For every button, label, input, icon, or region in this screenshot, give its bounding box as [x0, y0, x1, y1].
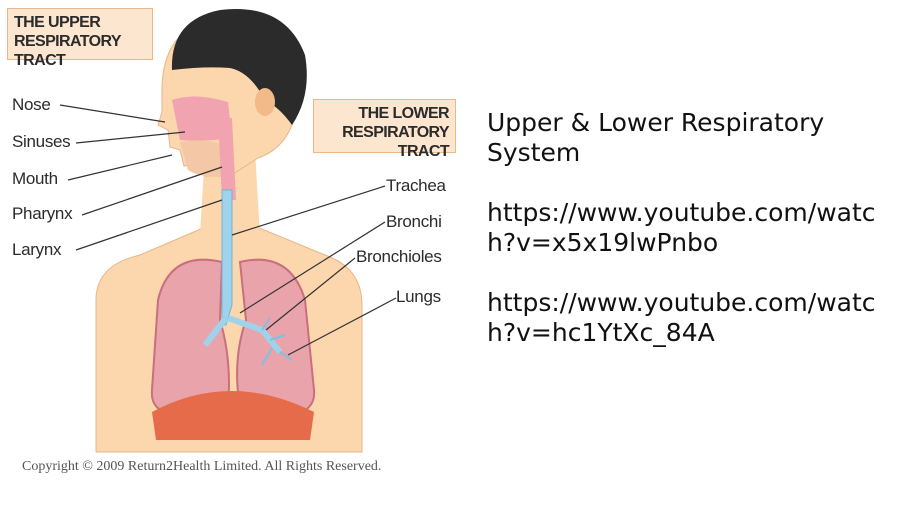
bronchioles: [261, 317, 293, 366]
slide-title: Upper & Lower Respiratory System: [487, 108, 825, 167]
lower-tract-title: THE LOWER RESPIRATORY TRACT: [313, 99, 456, 160]
ear-shape: [255, 88, 275, 116]
text-panel: Upper & Lower Respiratory System https:/…: [487, 108, 887, 378]
respiratory-diagram: THE UPPER RESPIRATORY TRACT THE LOWER RE…: [7, 8, 456, 474]
label-larynx: Larynx: [12, 240, 62, 259]
nasal-cavity: [172, 96, 232, 141]
right-lung: [236, 258, 316, 416]
pharynx-shape: [218, 118, 236, 200]
label-sinuses: Sinuses: [12, 132, 71, 151]
trachea-shape: [221, 189, 233, 326]
label-lungs: Lungs: [396, 287, 441, 306]
mouth-cavity: [180, 140, 226, 177]
video-link-1[interactable]: https://www.youtube.com/watch?v=x5x19lwP…: [487, 198, 876, 257]
label-bronchioles: Bronchioles: [356, 247, 442, 266]
copyright-text: Copyright © 2009 Return2Health Limited. …: [22, 459, 382, 474]
upper-tract-title: THE UPPER RESPIRATORY TRACT: [7, 8, 153, 69]
diaphragm-shape: [152, 391, 314, 440]
label-mouth: Mouth: [12, 169, 58, 188]
anatomy-illustration: [59, 8, 397, 453]
label-bronchi: Bronchi: [386, 212, 442, 231]
left-lung: [150, 258, 230, 416]
bronchi-left: [202, 316, 229, 347]
label-pharynx: Pharynx: [12, 204, 73, 223]
label-nose: Nose: [12, 95, 51, 114]
video-link-2[interactable]: https://www.youtube.com/watch?v=hc1YtXc_…: [487, 288, 876, 347]
pointer-lines: [59, 104, 397, 356]
label-trachea: Trachea: [386, 176, 446, 195]
